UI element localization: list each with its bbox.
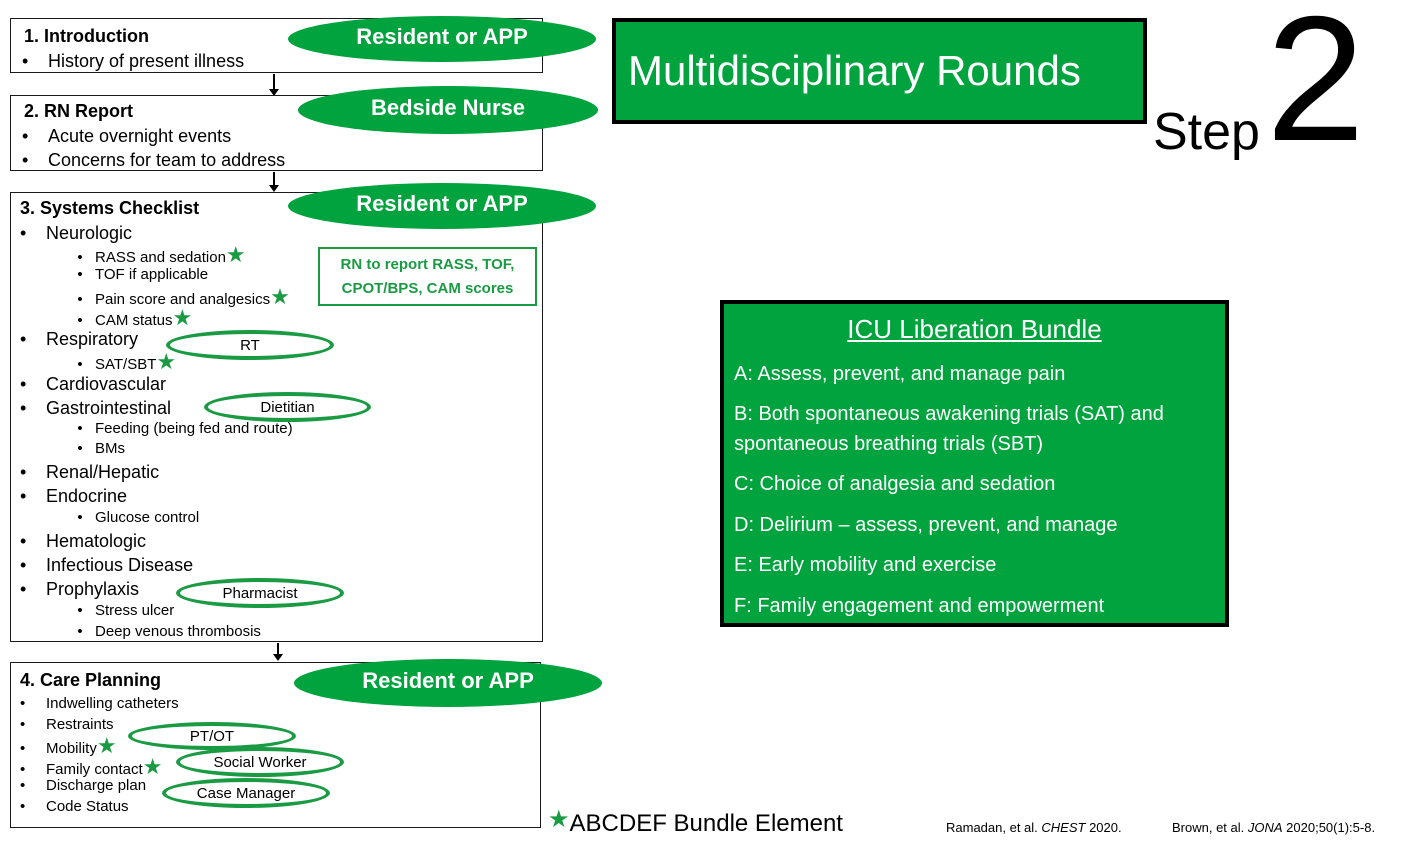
star-icon: ★	[156, 349, 177, 374]
care-item-indwelling: •Indwelling catheters	[20, 695, 179, 712]
care-item-restraints: •Restraints	[20, 716, 114, 733]
subitem-rass: •RASS and sedation★	[77, 242, 246, 267]
role-pill-rn: Bedside Nurse	[298, 86, 598, 134]
star-icon: ★	[172, 305, 193, 330]
care-item-mobility: •Mobility★	[20, 733, 117, 758]
flow-arrow	[273, 643, 283, 661]
page-title: Multidisciplinary Rounds	[612, 18, 1147, 124]
care-item-code: •Code Status	[20, 798, 129, 815]
system-cardiovascular: •Cardiovascular	[20, 374, 167, 394]
systems-title: 3. Systems Checklist	[20, 198, 200, 218]
intro-title: 1. Introduction	[24, 26, 149, 46]
subitem-feeding: •Feeding (being fed and route)	[77, 420, 293, 437]
subitem-pain: •Pain score and analgesics★	[77, 284, 290, 309]
system-respiratory: •Respiratory	[20, 329, 139, 349]
intro-item: •History of present illness	[22, 51, 245, 71]
citation-ramadan: Ramadan, et al. CHEST 2020.	[946, 820, 1122, 835]
system-infectious: •Infectious Disease	[20, 555, 194, 575]
bullet: •	[22, 51, 29, 71]
system-neurologic: •Neurologic	[20, 223, 133, 243]
subitem-tof: •TOF if applicable	[77, 266, 209, 283]
rn-report-title: 2. RN Report	[24, 101, 134, 121]
role-ring-ptot: PT/OT	[128, 722, 296, 750]
bundle-heading: ICU Liberation Bundle	[847, 314, 1102, 344]
citation-brown: Brown, et al. JONA 2020;50(1):5-8.	[1172, 820, 1376, 835]
role-pill-care: Resident or APP	[294, 659, 602, 707]
subitem-dvt: •Deep venous thrombosis	[77, 623, 261, 640]
bundle-item-d: D: Delirium – assess, prevent, and manag…	[734, 514, 1118, 536]
step-number: 2	[1266, 0, 1365, 178]
bundle-item-c: C: Choice of analgesia and sedation	[734, 473, 1056, 495]
subitem-stress-ulcer: •Stress ulcer	[77, 602, 175, 619]
role-ring-case-manager: Case Manager	[162, 778, 330, 808]
role-ring-pharmacist: Pharmacist	[176, 578, 344, 608]
bundle-item-b-cont: spontaneous breathing trials (SBT)	[734, 433, 1044, 455]
care-title: 4. Care Planning	[20, 670, 162, 690]
star-icon: ★	[270, 284, 290, 309]
role-pill-systems: Resident or APP	[288, 183, 596, 229]
subitem-sat-sbt: •SAT/SBT★	[77, 349, 177, 374]
role-ring-dietitian: Dietitian	[204, 392, 371, 422]
icu-liberation-bundle: ICU Liberation Bundle A: Assess, prevent…	[720, 300, 1229, 627]
care-item-discharge: •Discharge plan	[20, 777, 147, 794]
rn-report-note: RN to report RASS, TOF, CPOT/BPS, CAM sc…	[318, 247, 537, 306]
star-icon: ★	[142, 754, 163, 779]
system-prophylaxis: •Prophylaxis	[20, 579, 140, 599]
star-icon: ★	[96, 733, 117, 758]
role-ring-rt: RT	[166, 330, 334, 360]
rn-report-item: •Acute overnight events	[22, 126, 232, 146]
system-renal: •Renal/Hepatic	[20, 462, 160, 482]
subitem-glucose: •Glucose control	[77, 509, 200, 526]
star-icon: ★	[225, 242, 246, 267]
subitem-cam: •CAM status★	[77, 305, 193, 330]
star-icon: ★	[548, 806, 570, 833]
legend-label: ABCDEF Bundle Element	[569, 810, 843, 837]
system-endocrine: •Endocrine	[20, 486, 128, 506]
system-hematologic: •Hematologic	[20, 531, 147, 551]
subitem-bms: •BMs	[77, 440, 125, 457]
role-ring-social-worker: Social Worker	[176, 747, 344, 777]
flow-arrow	[269, 172, 279, 192]
bundle-item-f: F: Family engagement and empowerment	[734, 595, 1105, 617]
role-pill-intro: Resident or APP	[288, 16, 596, 62]
step-word: Step	[1153, 103, 1260, 161]
rn-report-item: •Concerns for team to address	[22, 150, 286, 170]
legend: ★ABCDEF Bundle Element	[548, 808, 843, 838]
bundle-item-e: E: Early mobility and exercise	[734, 554, 997, 576]
bundle-item-b: B: Both spontaneous awakening trials (SA…	[734, 403, 1164, 425]
bundle-item-a: A: Assess, prevent, and manage pain	[734, 363, 1066, 385]
care-item-family: •Family contact★	[20, 754, 163, 779]
system-gastrointestinal: •Gastrointestinal	[20, 398, 172, 418]
flow-arrow	[269, 74, 279, 96]
